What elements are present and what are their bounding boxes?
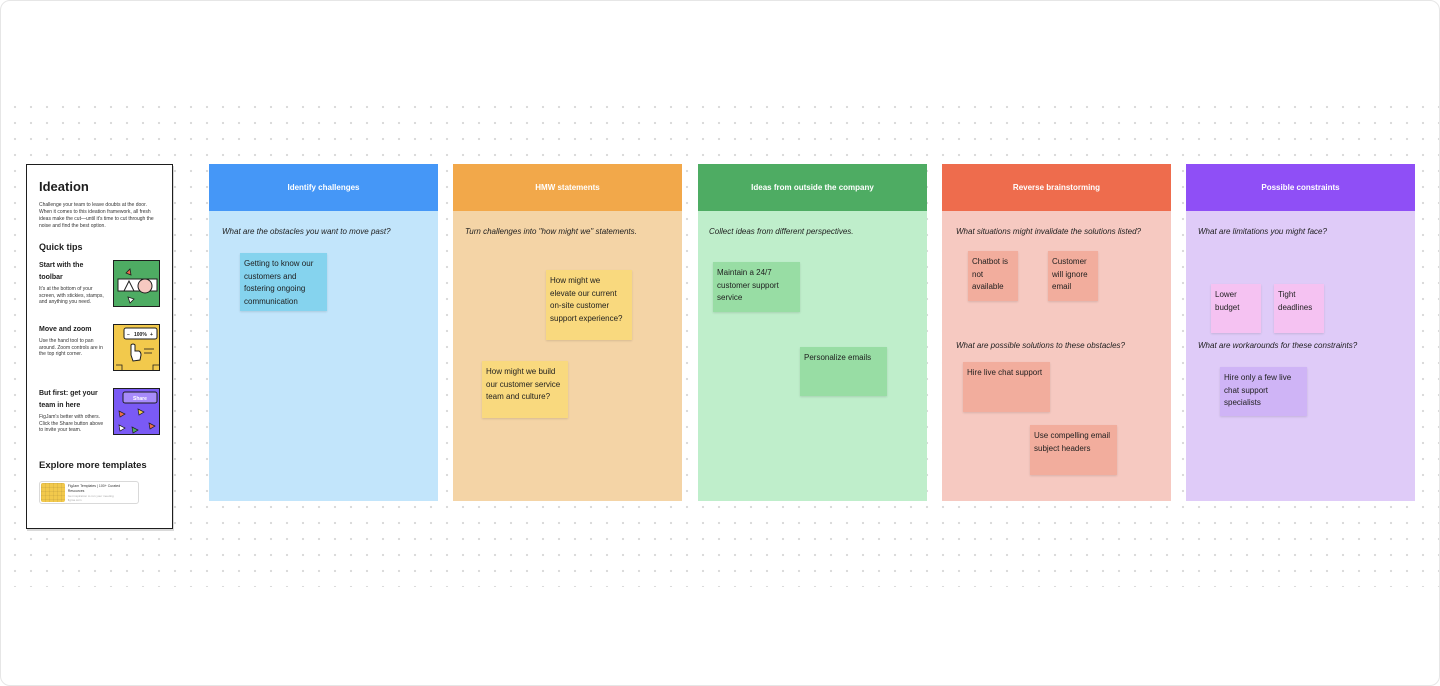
column-header: Possible constraints — [1186, 164, 1415, 211]
column-header: Reverse brainstorming — [942, 164, 1171, 211]
column-body: Collect ideas from different perspective… — [698, 211, 927, 501]
template-thumbnail — [41, 483, 65, 502]
tip-title: Move and zoom — [39, 326, 92, 333]
sticky-note[interactable]: Tight deadlines — [1274, 284, 1324, 333]
template-link-subtitle: Get inspiration to run your meeting — [67, 493, 114, 498]
column-prompt: What are workarounds for these constrain… — [1198, 341, 1358, 350]
info-card-description: Challenge your team to leave doubts at t… — [39, 202, 154, 229]
sticky-note[interactable]: Hire live chat support — [963, 362, 1050, 412]
share-illustration-icon: Share — [113, 388, 160, 435]
tip-title: Start with the toolbar — [39, 262, 84, 281]
quick-tips-heading: Quick tips — [39, 242, 83, 252]
column-body: What situations might invalidate the sol… — [942, 211, 1171, 501]
tip-description: FigJam's better with others. Click the S… — [39, 414, 104, 433]
template-link-card[interactable]: FigJam Templates | 100+ Curated Resource… — [39, 481, 139, 504]
column-identify-challenges[interactable]: Identify challenges What are the obstacl… — [209, 164, 438, 501]
tip-share: But first: get your team in here FigJam'… — [39, 388, 160, 444]
column-header: Identify challenges — [209, 164, 438, 211]
column-body: What are the obstacles you want to move … — [209, 211, 438, 501]
tip-move-zoom: Move and zoom Use the hand tool to pan a… — [39, 324, 160, 380]
template-link-domain: figma.com — [67, 497, 82, 502]
column-prompt: What are limitations you might face? — [1198, 227, 1327, 236]
column-prompt: What are the obstacles you want to move … — [222, 227, 391, 236]
column-ideas-outside-company[interactable]: Ideas from outside the company Collect i… — [698, 164, 927, 501]
sticky-note[interactable]: How might we build our customer service … — [482, 361, 568, 418]
column-prompt: What situations might invalidate the sol… — [956, 227, 1141, 236]
column-prompt: What are possible solutions to these obs… — [956, 341, 1125, 350]
tip-toolbar: Start with the toolbar It's at the botto… — [39, 260, 160, 316]
column-possible-constraints[interactable]: Possible constraints What are limitation… — [1186, 164, 1415, 501]
column-body: What are limitations you might face? Low… — [1186, 211, 1415, 501]
column-header: Ideas from outside the company — [698, 164, 927, 211]
svg-text:−: − — [127, 332, 130, 338]
tip-description: Use the hand tool to pan around. Zoom co… — [39, 338, 103, 357]
toolbar-illustration-icon — [113, 260, 160, 307]
column-prompt: Turn challenges into "how might we" stat… — [465, 227, 637, 236]
column-hmw-statements[interactable]: HMW statements Turn challenges into "how… — [453, 164, 682, 501]
info-card-title: Ideation — [39, 179, 89, 194]
sticky-note[interactable]: Hire only a few live chat support specia… — [1220, 367, 1307, 416]
sticky-note[interactable]: Maintain a 24/7 customer support service — [713, 262, 800, 312]
sticky-note[interactable]: Personalize emails — [800, 347, 887, 396]
sticky-note[interactable]: Use compelling email subject headers — [1030, 425, 1117, 475]
tip-title: But first: get your team in here — [39, 390, 98, 409]
svg-text:+: + — [150, 332, 153, 338]
sticky-note[interactable]: Getting to know our customers and foster… — [240, 253, 327, 311]
explore-templates-heading: Explore more templates — [39, 460, 147, 471]
column-header: HMW statements — [453, 164, 682, 211]
share-button-label: Share — [133, 396, 147, 402]
tip-description: It's at the bottom of your screen, with … — [39, 286, 104, 305]
column-body: Turn challenges into "how might we" stat… — [453, 211, 682, 501]
column-prompt: Collect ideas from different perspective… — [709, 227, 854, 236]
sticky-note[interactable]: Chatbot is not available — [968, 251, 1018, 301]
template-link-title: FigJam Templates | 100+ Curated Resource… — [67, 483, 121, 493]
sticky-note[interactable]: How might we elevate our current on-site… — [546, 270, 632, 340]
ideation-info-card[interactable]: Ideation Challenge your team to leave do… — [26, 164, 173, 529]
column-reverse-brainstorming[interactable]: Reverse brainstorming What situations mi… — [942, 164, 1171, 501]
zoom-illustration-icon: − 100% + — [113, 324, 160, 371]
sticky-note[interactable]: Customer will ignore email — [1048, 251, 1098, 301]
zoom-level-text: 100% — [134, 332, 147, 338]
sticky-note[interactable]: Lower budget — [1211, 284, 1261, 333]
